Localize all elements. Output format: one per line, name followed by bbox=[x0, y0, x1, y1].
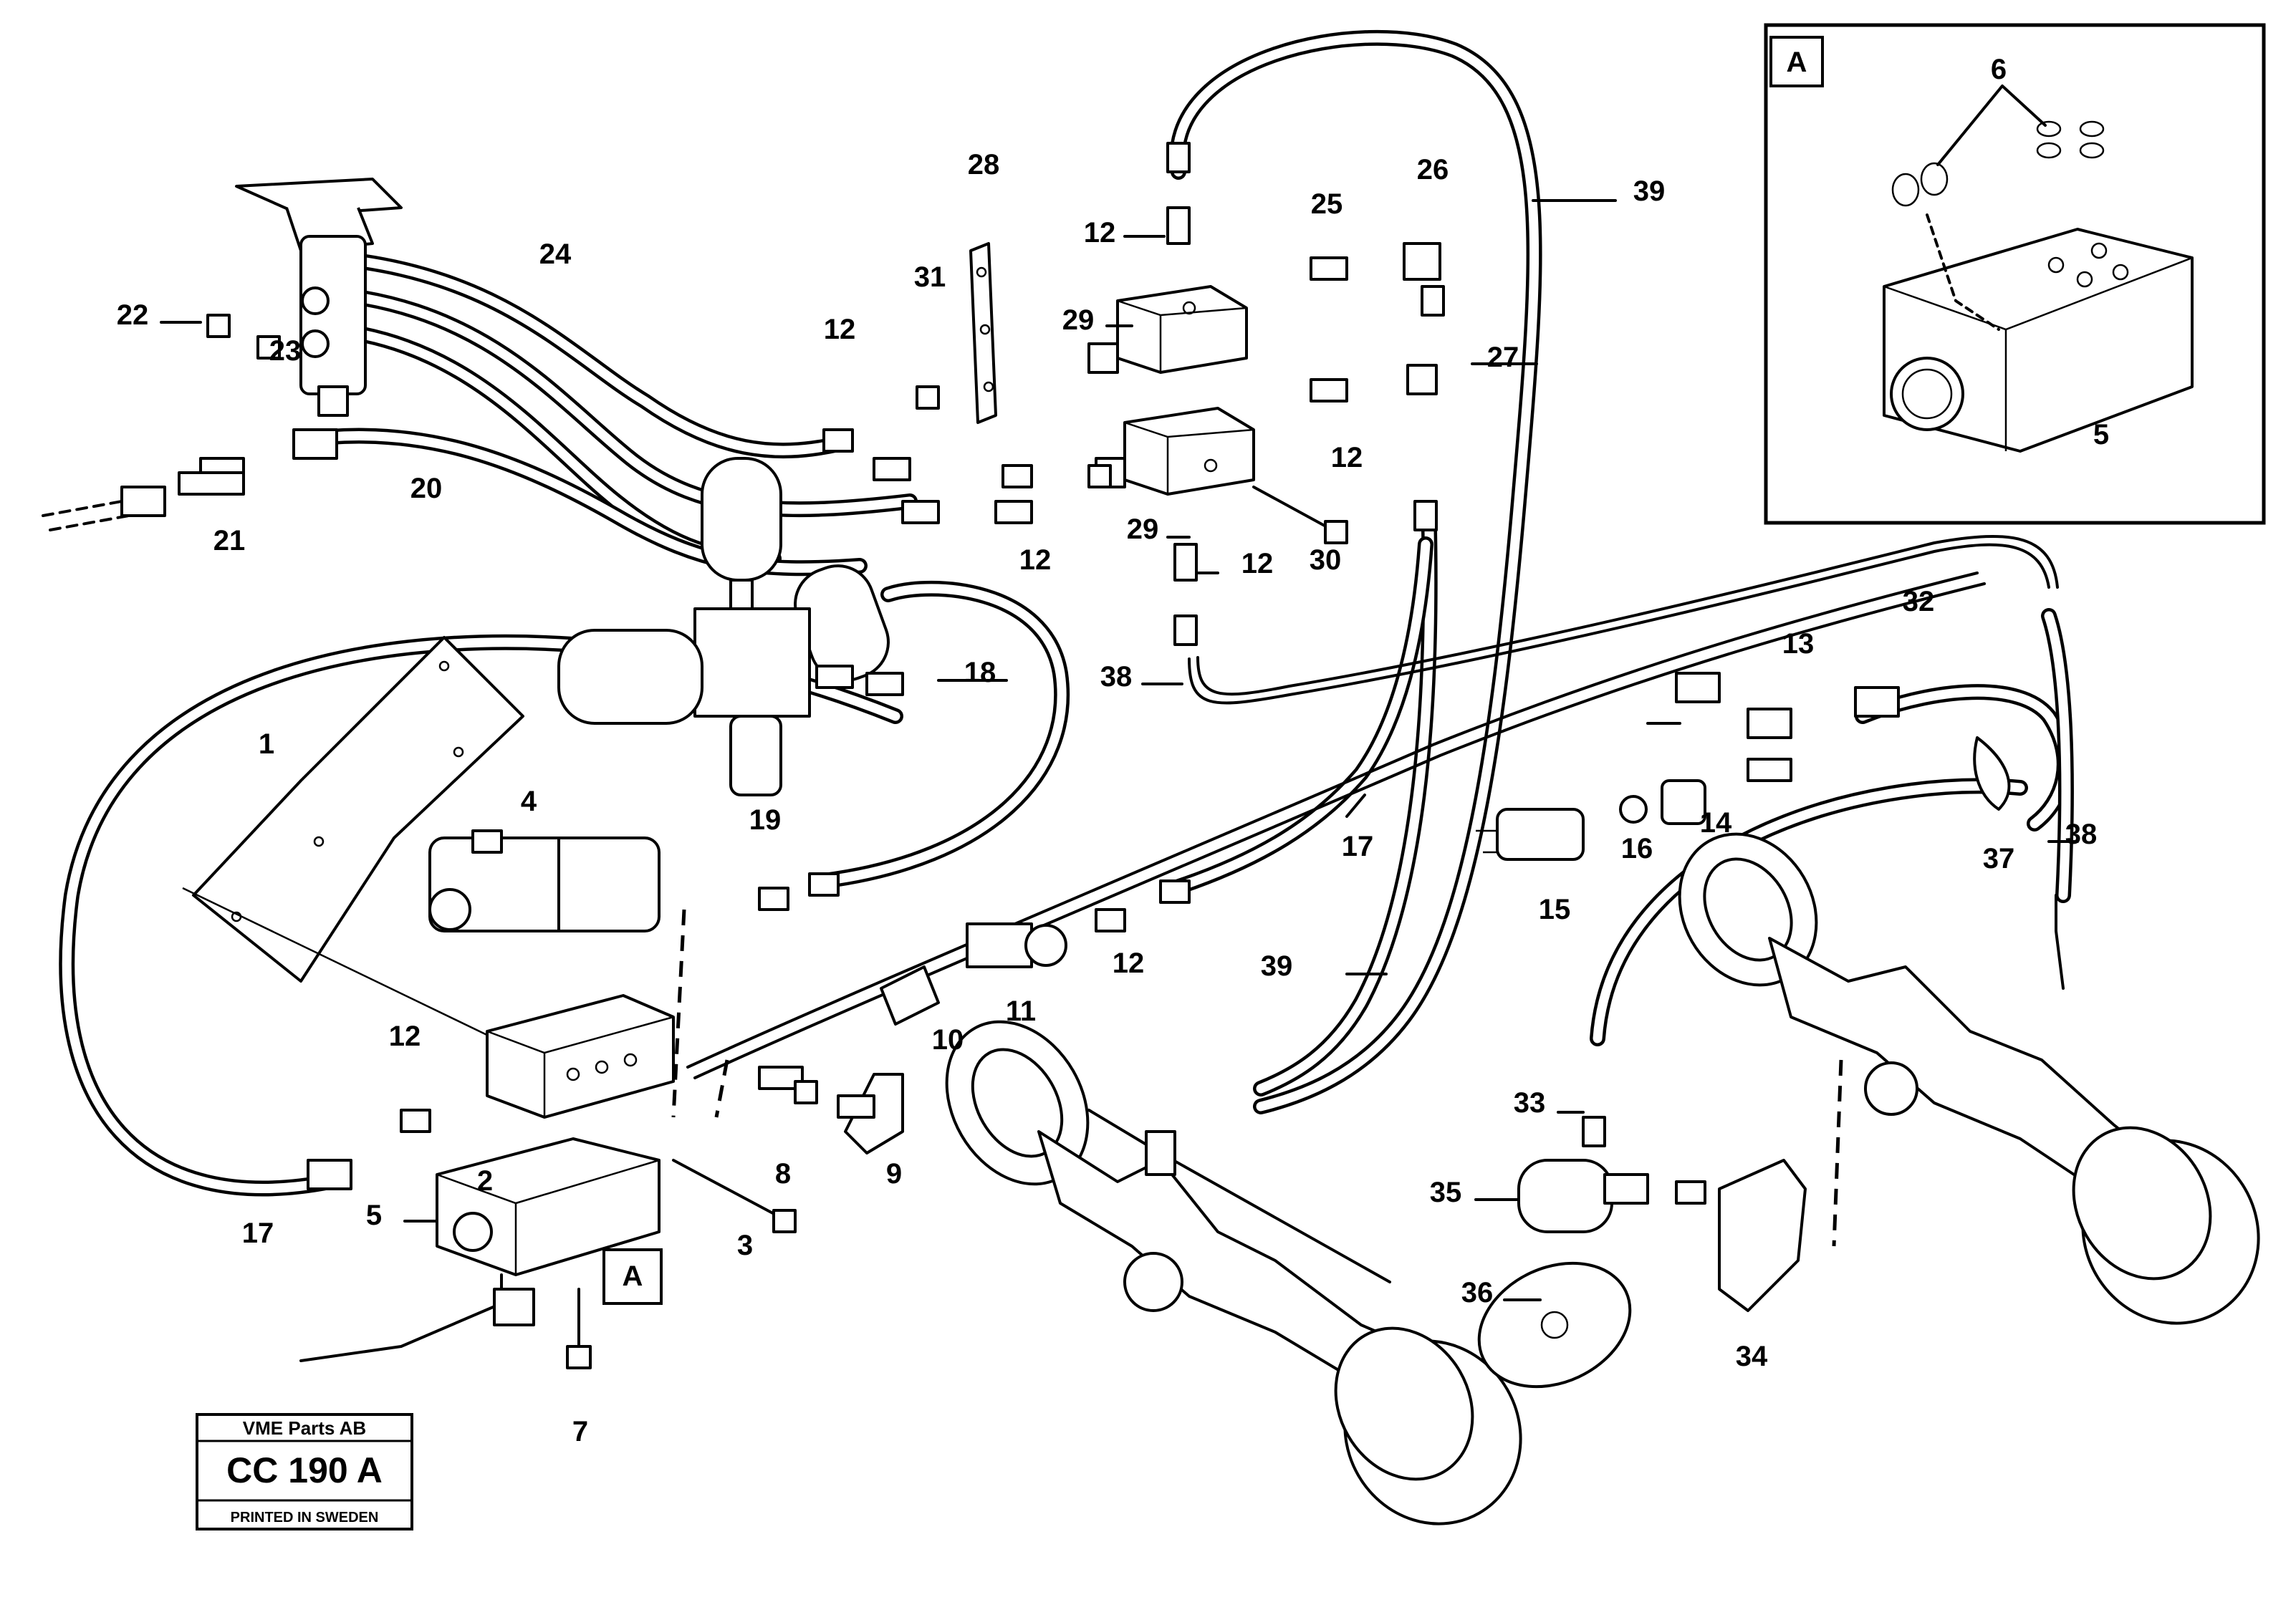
callout-39: 39 bbox=[1261, 950, 1293, 982]
callout-12: 12 bbox=[1113, 948, 1145, 979]
brake-pedal-valve bbox=[235, 178, 403, 417]
callout-34: 34 bbox=[1736, 1341, 1768, 1372]
callout-31: 31 bbox=[914, 261, 946, 293]
leader-lines bbox=[160, 199, 2079, 1301]
bracket-1 bbox=[182, 636, 524, 1040]
callout-12: 12 bbox=[1241, 548, 1274, 579]
callout-38: 38 bbox=[1100, 661, 1133, 693]
callout-23: 23 bbox=[269, 335, 302, 367]
callout-2: 2 bbox=[477, 1165, 493, 1197]
callout-12: 12 bbox=[1084, 217, 1116, 249]
callout-26: 26 bbox=[1417, 154, 1449, 185]
callout-8: 8 bbox=[775, 1158, 791, 1190]
marker-box-a bbox=[602, 1248, 663, 1305]
title-block-code: CC 190 A bbox=[226, 1450, 383, 1490]
callout-4: 4 bbox=[521, 786, 537, 817]
callout-35: 35 bbox=[1430, 1177, 1462, 1208]
callout-20: 20 bbox=[410, 473, 443, 504]
callout-30: 30 bbox=[1310, 544, 1342, 576]
dashed-leaders bbox=[671, 909, 1843, 1247]
callout-25: 25 bbox=[1311, 188, 1343, 220]
title-block-printed: PRINTED IN SWEDEN bbox=[231, 1510, 379, 1525]
callout-11: 11 bbox=[1006, 995, 1036, 1027]
callout-6: 6 bbox=[1991, 54, 2007, 85]
bolts bbox=[566, 486, 1348, 1369]
callout-12: 12 bbox=[824, 314, 856, 345]
callout-29: 29 bbox=[1127, 514, 1159, 545]
callout-12: 12 bbox=[389, 1021, 421, 1052]
callout-13: 13 bbox=[1782, 628, 1815, 660]
callout-16: 16 bbox=[1621, 833, 1653, 864]
callout-24: 24 bbox=[539, 238, 572, 270]
brake-parts bbox=[1477, 1116, 1807, 1389]
solenoid-valve-4 bbox=[428, 829, 661, 932]
callout-29: 29 bbox=[1062, 304, 1095, 336]
valve-block-2 bbox=[486, 994, 675, 1119]
title-block-company: VME Parts AB bbox=[243, 1417, 366, 1439]
callout-15: 15 bbox=[1539, 894, 1571, 925]
axle-left bbox=[945, 1020, 1522, 1525]
callout-21: 21 bbox=[213, 525, 246, 556]
bottom-marker-label: A bbox=[623, 1260, 643, 1292]
callout-22: 22 bbox=[117, 299, 149, 331]
callout-17: 17 bbox=[1342, 831, 1374, 862]
callout-9: 9 bbox=[886, 1158, 902, 1190]
callout-19: 19 bbox=[749, 804, 782, 836]
callout-27: 27 bbox=[1487, 342, 1519, 373]
callout-12: 12 bbox=[1019, 544, 1052, 576]
inset-marker-label: A bbox=[1787, 47, 1807, 78]
fittings bbox=[42, 142, 1445, 1190]
callout-5: 5 bbox=[366, 1200, 382, 1231]
callout-12: 12 bbox=[1331, 442, 1363, 473]
pressure-switch-15 bbox=[1476, 672, 2011, 861]
callout-39: 39 bbox=[1633, 175, 1666, 207]
callout-17: 17 bbox=[242, 1218, 274, 1249]
callout-37: 37 bbox=[1983, 843, 2015, 874]
callout-32: 32 bbox=[1903, 586, 1935, 617]
callout-10: 10 bbox=[932, 1024, 964, 1056]
inset-detail bbox=[1764, 23, 2266, 525]
callout-7: 7 bbox=[572, 1416, 588, 1447]
callout-3: 3 bbox=[737, 1230, 753, 1261]
axle-right bbox=[1678, 832, 2260, 1325]
callout-5: 5 bbox=[2093, 419, 2109, 450]
title-block bbox=[196, 1413, 413, 1530]
strip-28 bbox=[969, 242, 997, 424]
callout-1: 1 bbox=[259, 728, 274, 760]
valve-blocks-29 bbox=[1087, 285, 1255, 496]
callout-33: 33 bbox=[1514, 1087, 1546, 1119]
callout-28: 28 bbox=[968, 149, 1000, 180]
callout-18: 18 bbox=[964, 657, 996, 688]
accumulators bbox=[557, 457, 890, 796]
callout-38: 38 bbox=[2065, 819, 2098, 850]
callout-36: 36 bbox=[1461, 1277, 1494, 1308]
callout-14: 14 bbox=[1700, 807, 1732, 839]
valve-5 bbox=[299, 1137, 661, 1362]
